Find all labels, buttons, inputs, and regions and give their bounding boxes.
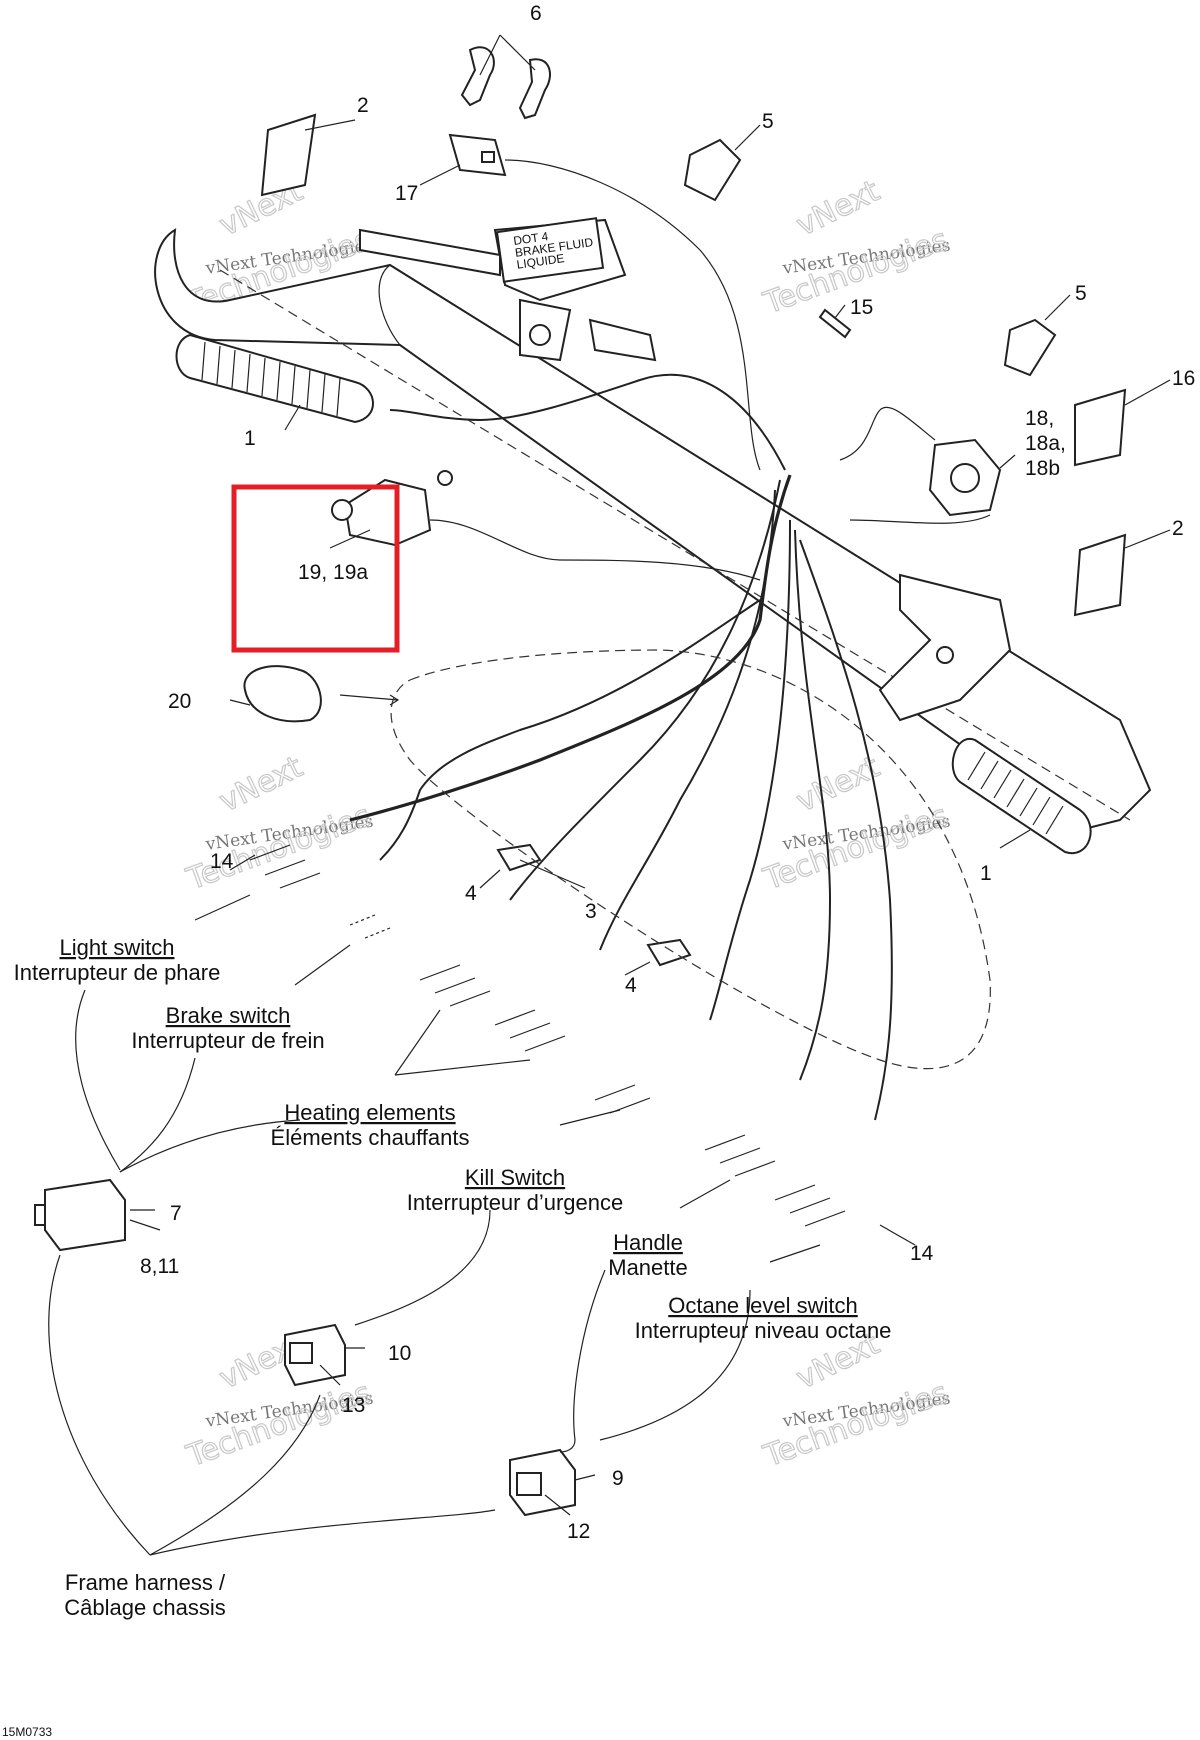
wiring-harness	[349, 373, 991, 1121]
callout-6: 6	[530, 2, 542, 25]
svg-text:LIQUIDE: LIQUIDE	[516, 251, 565, 272]
grommet-part-20	[229, 665, 400, 723]
svg-text:DOT 4: DOT 4	[512, 229, 549, 248]
drawing-code: 15M0733	[2, 1725, 52, 1739]
callout-17: 17	[395, 182, 418, 205]
callout-1: 1	[980, 862, 992, 885]
caption-kill-switch: Kill Switch	[465, 1165, 565, 1190]
callout-15: 15	[850, 296, 873, 319]
callout-18: 18,	[1025, 407, 1054, 430]
caption-heating-elements-fr: Éléments chauffants	[271, 1125, 470, 1150]
callout-12: 12	[567, 1520, 590, 1543]
watermark: vNext vNext Technologies Technologies	[181, 749, 376, 898]
callout-20: 20	[168, 690, 191, 713]
connector-part-7	[34, 1178, 126, 1252]
callout-19: 19, 19a	[298, 561, 368, 584]
callout-16: 16	[1172, 367, 1195, 390]
callout-14: 14	[210, 850, 234, 873]
pin-connectors	[249, 844, 846, 1227]
callout-14: 14	[910, 1242, 934, 1265]
svg-text:vNext: vNext	[214, 749, 308, 819]
callout-8-11: 8,11	[140, 1255, 179, 1278]
callout-4: 4	[465, 882, 477, 905]
grip-ridges	[201, 341, 341, 417]
cap-part-5	[683, 138, 1057, 377]
tape-part-16	[1074, 388, 1127, 467]
watermark: vNext vNext Technologies Technologies	[758, 749, 953, 898]
callout-1: 1	[244, 427, 256, 450]
caption-frame-harness-fr: Câblage chassis	[64, 1595, 225, 1620]
throttle-housing	[878, 573, 1012, 722]
clamp-part-6	[460, 46, 551, 120]
tape-part-2	[260, 113, 1127, 617]
switch-part-19	[331, 470, 761, 581]
callout-10: 10	[388, 1342, 411, 1365]
captions: Light switch Interrupteur de phare Brake…	[14, 935, 892, 1620]
callout-2: 2	[1172, 517, 1184, 540]
svg-text:vNext: vNext	[791, 749, 885, 819]
caption-octane-level-switch-fr: Interrupteur niveau octane	[635, 1318, 892, 1343]
connector-part-10	[284, 1323, 346, 1387]
callout-4: 4	[625, 974, 637, 997]
callout-2: 2	[357, 94, 369, 117]
handlebar	[154, 228, 1152, 832]
callout-3: 3	[585, 900, 597, 923]
watermark-group: vNext vNext Technologies Technologies vN…	[181, 173, 953, 1475]
caption-heating-elements: Heating elements	[284, 1100, 455, 1125]
callout-5: 5	[1075, 282, 1087, 305]
screw-part-15	[818, 308, 852, 339]
leader-lines	[48, 34, 1171, 1556]
terminal-part-4	[496, 843, 692, 967]
callout-18a: 18a,	[1025, 432, 1066, 455]
caption-handle-fr: Manette	[608, 1255, 688, 1280]
caption-octane-level-switch: Octane level switch	[668, 1293, 858, 1318]
switch-part-17	[448, 133, 761, 471]
switch-part-18	[839, 406, 1002, 524]
callout-13: 13	[342, 1394, 365, 1417]
highlight-box	[231, 484, 400, 653]
brake-master-cylinder: DOT 4 BRAKE FLUID LIQUIDE	[359, 217, 657, 362]
callout-7: 7	[170, 1202, 182, 1225]
caption-brake-switch-fr: Interrupteur de frein	[131, 1028, 324, 1053]
connector-part-9	[509, 1448, 576, 1517]
caption-frame-harness: Frame harness /	[65, 1570, 226, 1595]
caption-light-switch: Light switch	[60, 935, 175, 960]
right-grip	[951, 737, 1092, 855]
callout-9: 9	[612, 1467, 624, 1490]
svg-text:vNext: vNext	[791, 173, 885, 243]
caption-light-switch-fr: Interrupteur de phare	[14, 960, 221, 985]
caption-handle: Handle	[613, 1230, 683, 1255]
callout-18b: 18b	[1025, 457, 1060, 480]
callout-5: 5	[762, 110, 774, 133]
caption-kill-switch-fr: Interrupteur d’urgence	[407, 1190, 623, 1215]
caption-brake-switch: Brake switch	[166, 1003, 291, 1028]
callout-numbers: 6 2 5 17 15 5 16 1 18, 18a, 18b 2 19, 19…	[140, 2, 1195, 1543]
left-grip	[175, 333, 374, 424]
